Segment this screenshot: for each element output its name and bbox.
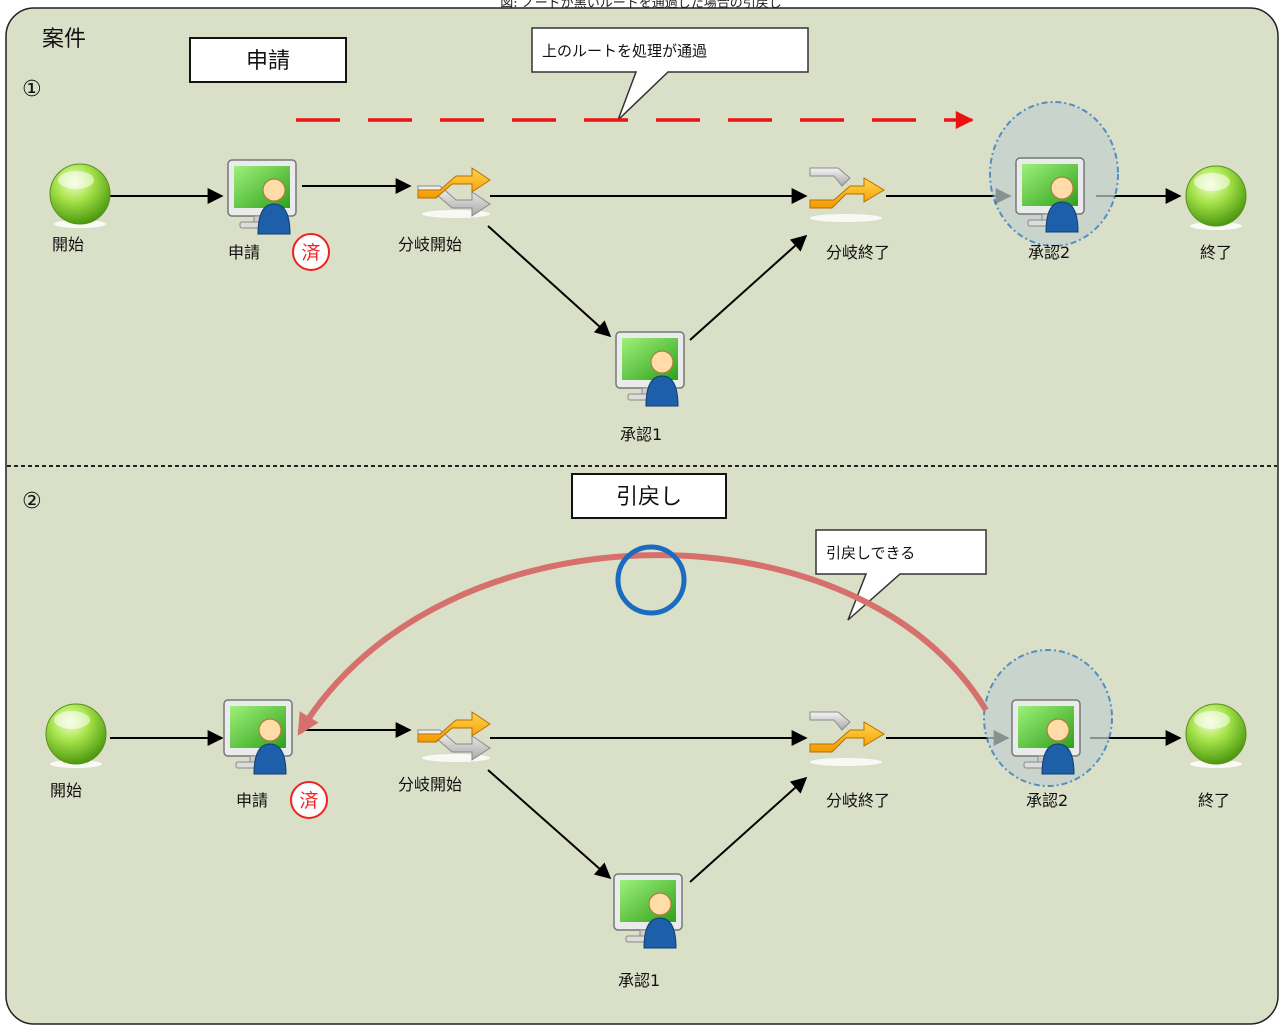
edge-branchstart-approve1	[487, 225, 612, 338]
start-label: 開始	[52, 235, 84, 254]
start-node: 開始	[49, 163, 111, 254]
apply-label: 申請	[228, 243, 260, 262]
apply-node-2: 申請 済	[223, 699, 328, 819]
panel-1: ① 申請 上のルートを処理が通過 開始 申請 済 分岐開始	[22, 27, 1247, 444]
approve2-node: 承認2	[989, 101, 1119, 262]
pullback-ring	[615, 544, 687, 616]
done-mark-text: 済	[301, 242, 320, 264]
approve2-label-2: 承認2	[1026, 791, 1068, 810]
pullback-arrow	[297, 552, 989, 736]
branch-end-label-2: 分岐終了	[826, 791, 890, 810]
end-label-2: 終了	[1198, 791, 1230, 810]
branch-end-label: 分岐終了	[826, 243, 890, 262]
edge-approve1-branchend	[689, 234, 808, 341]
apply-node: 申請 済	[227, 159, 330, 271]
branch-start-node: 分岐開始	[398, 167, 491, 254]
branch-start-node-2: 分岐開始	[398, 711, 491, 794]
approve1-label: 承認1	[620, 425, 662, 444]
approve1-node-2: 承認1	[613, 873, 683, 990]
apply-label-2: 申請	[236, 791, 268, 810]
approve2-label: 承認2	[1028, 243, 1070, 262]
start-node-2: 開始	[45, 703, 107, 800]
container-label: 案件	[42, 27, 86, 52]
approve2-node-2: 承認2	[983, 649, 1113, 810]
edge2-branchstart-approve1	[487, 769, 612, 880]
branch-start-label: 分岐開始	[398, 235, 462, 254]
approve1-node: 承認1	[615, 331, 685, 444]
end-label: 終了	[1200, 243, 1232, 262]
panel-1-callout	[531, 27, 809, 121]
panel-1-number: ①	[22, 77, 42, 102]
branch-end-node-2: 分岐終了	[809, 711, 890, 810]
panel-2: ② 引戻し 引戻しできる 開始 申請 済 分岐開始 分岐	[22, 473, 1247, 990]
end-node: 終了	[1185, 165, 1247, 262]
edge2-approve1-branchend	[689, 776, 808, 883]
done-mark-text-2: 済	[299, 790, 318, 812]
approve1-label-2: 承認1	[618, 971, 660, 990]
panel-2-number: ②	[22, 489, 42, 514]
done-mark	[292, 233, 330, 271]
done-mark-2	[290, 781, 328, 819]
panel-1-callout-text: 上のルートを処理が通過	[542, 42, 707, 60]
panel-2-callout-text: 引戻しできる	[826, 544, 915, 562]
panel-1-title: 申請	[246, 49, 290, 74]
panel-1-title-box	[189, 37, 347, 83]
branch-end-node: 分岐終了	[809, 167, 890, 262]
panel-2-title: 引戻し	[616, 485, 682, 510]
panel-2-title-box	[571, 473, 727, 519]
start-label-2: 開始	[50, 781, 82, 800]
end-node-2: 終了	[1185, 703, 1247, 810]
figure-caption: 図: ノードが黒いルートを通過した場合の引戻し	[500, 0, 782, 11]
branch-start-label-2: 分岐開始	[398, 775, 462, 794]
